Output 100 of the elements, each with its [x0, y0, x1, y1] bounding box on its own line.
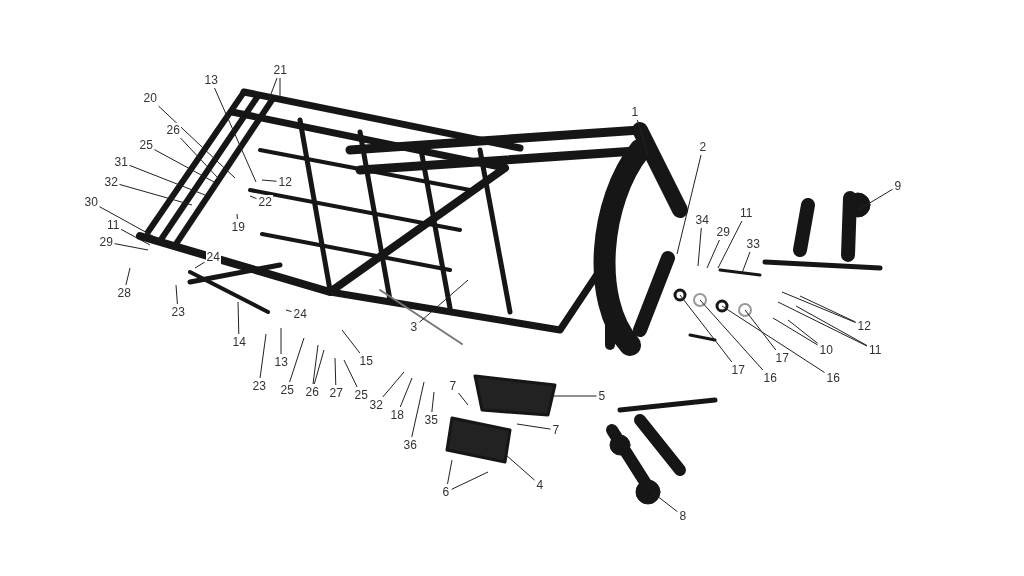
leader-line	[279, 77, 281, 97]
leader-line	[334, 357, 337, 386]
leader-line	[119, 183, 193, 206]
callout-number: 24	[292, 307, 308, 321]
callout-number: 25	[138, 138, 154, 152]
callout-number: 22	[257, 195, 273, 209]
callout-number: 15	[358, 354, 374, 368]
callout-number: 33	[745, 237, 761, 251]
leader-line	[516, 423, 551, 430]
leader-line	[419, 279, 469, 323]
callout-number: 8	[678, 509, 688, 523]
leader-line	[744, 309, 777, 351]
leader-line	[129, 164, 206, 196]
leader-line	[120, 228, 151, 246]
leader-line	[125, 267, 131, 286]
leader-line	[194, 261, 205, 269]
leader-line	[721, 305, 825, 373]
leader-line	[636, 119, 649, 156]
leader-line	[741, 251, 751, 274]
callout-number: 7	[551, 423, 561, 437]
leader-line	[214, 87, 257, 183]
leader-line	[458, 392, 469, 406]
callout-number: 26	[304, 385, 320, 399]
callout-number: 7	[448, 379, 458, 393]
leader-line	[249, 195, 257, 200]
leader-line	[285, 309, 292, 313]
callout-number: 18	[389, 408, 405, 422]
leader-line	[451, 471, 489, 490]
leader-line	[236, 213, 238, 220]
callout-number: 23	[170, 305, 186, 319]
leader-line	[505, 454, 535, 481]
callout-number: 31	[113, 155, 129, 169]
callout-number: 4	[535, 478, 545, 492]
leader-line	[280, 327, 282, 355]
leader-line	[267, 77, 278, 103]
leader-line	[679, 294, 733, 363]
leader-line	[857, 188, 893, 211]
callout-number: 16	[825, 371, 841, 385]
callout-number: 5	[597, 389, 607, 403]
callout-number: 35	[423, 413, 439, 427]
callout-number: 13	[273, 355, 289, 369]
leader-line	[706, 239, 720, 269]
callout-number: 34	[694, 213, 710, 227]
leader-line	[261, 179, 277, 182]
callout-number: 28	[116, 286, 132, 300]
leader-line	[411, 381, 425, 438]
leader-line	[399, 377, 413, 408]
leader-line	[259, 333, 267, 379]
leader-line	[237, 301, 240, 335]
callout-number: 27	[328, 386, 344, 400]
callout-number: 3	[409, 320, 419, 334]
leader-line	[552, 395, 597, 397]
callout-number: 25	[353, 388, 369, 402]
leader-line	[781, 291, 856, 323]
callout-number: 24	[205, 250, 221, 264]
leader-line	[676, 154, 702, 255]
leader-line	[799, 295, 856, 323]
leader-line	[447, 459, 453, 485]
leader-line	[99, 206, 161, 241]
leader-line	[795, 305, 868, 347]
leader-line	[180, 137, 219, 179]
callout-number: 32	[368, 398, 384, 412]
callout-number: 11	[739, 206, 754, 220]
callout-number: 11	[868, 343, 883, 357]
leader-line	[717, 220, 743, 269]
callout-number: 14	[231, 335, 247, 349]
callout-number: 21	[272, 63, 288, 77]
callout-number: 29	[98, 235, 114, 249]
callout-number: 17	[774, 351, 790, 365]
leader-line	[651, 491, 678, 513]
leader-line	[341, 329, 361, 354]
callout-number: 32	[103, 175, 119, 189]
leader-line	[313, 349, 325, 385]
leader-line	[431, 391, 435, 413]
callout-number: 12	[277, 175, 293, 189]
callout-number: 26	[165, 123, 181, 137]
callout-number: 11	[106, 218, 121, 232]
callout-number: 6	[441, 485, 451, 499]
leader-line	[699, 299, 764, 371]
callout-number: 36	[402, 438, 418, 452]
callout-number: 12	[856, 319, 872, 333]
callout-number: 17	[730, 363, 746, 377]
leader-line	[175, 284, 178, 305]
leader-line	[343, 359, 358, 388]
callout-number: 19	[230, 220, 246, 234]
leader-line	[697, 227, 702, 267]
callout-number: 2	[698, 140, 708, 154]
callout-number: 9	[893, 179, 903, 193]
leader-line	[382, 371, 405, 398]
callout-number: 1	[630, 105, 640, 119]
callout-number: 20	[142, 91, 158, 105]
callout-number: 29	[715, 225, 731, 239]
leader-line	[772, 317, 818, 346]
leader-line	[154, 149, 215, 183]
leader-line	[114, 243, 149, 251]
callout-number: 13	[203, 73, 219, 87]
leader-line	[289, 337, 305, 383]
leader-line	[787, 319, 818, 344]
leader-line	[777, 301, 868, 347]
callout-number: 23	[251, 379, 267, 393]
